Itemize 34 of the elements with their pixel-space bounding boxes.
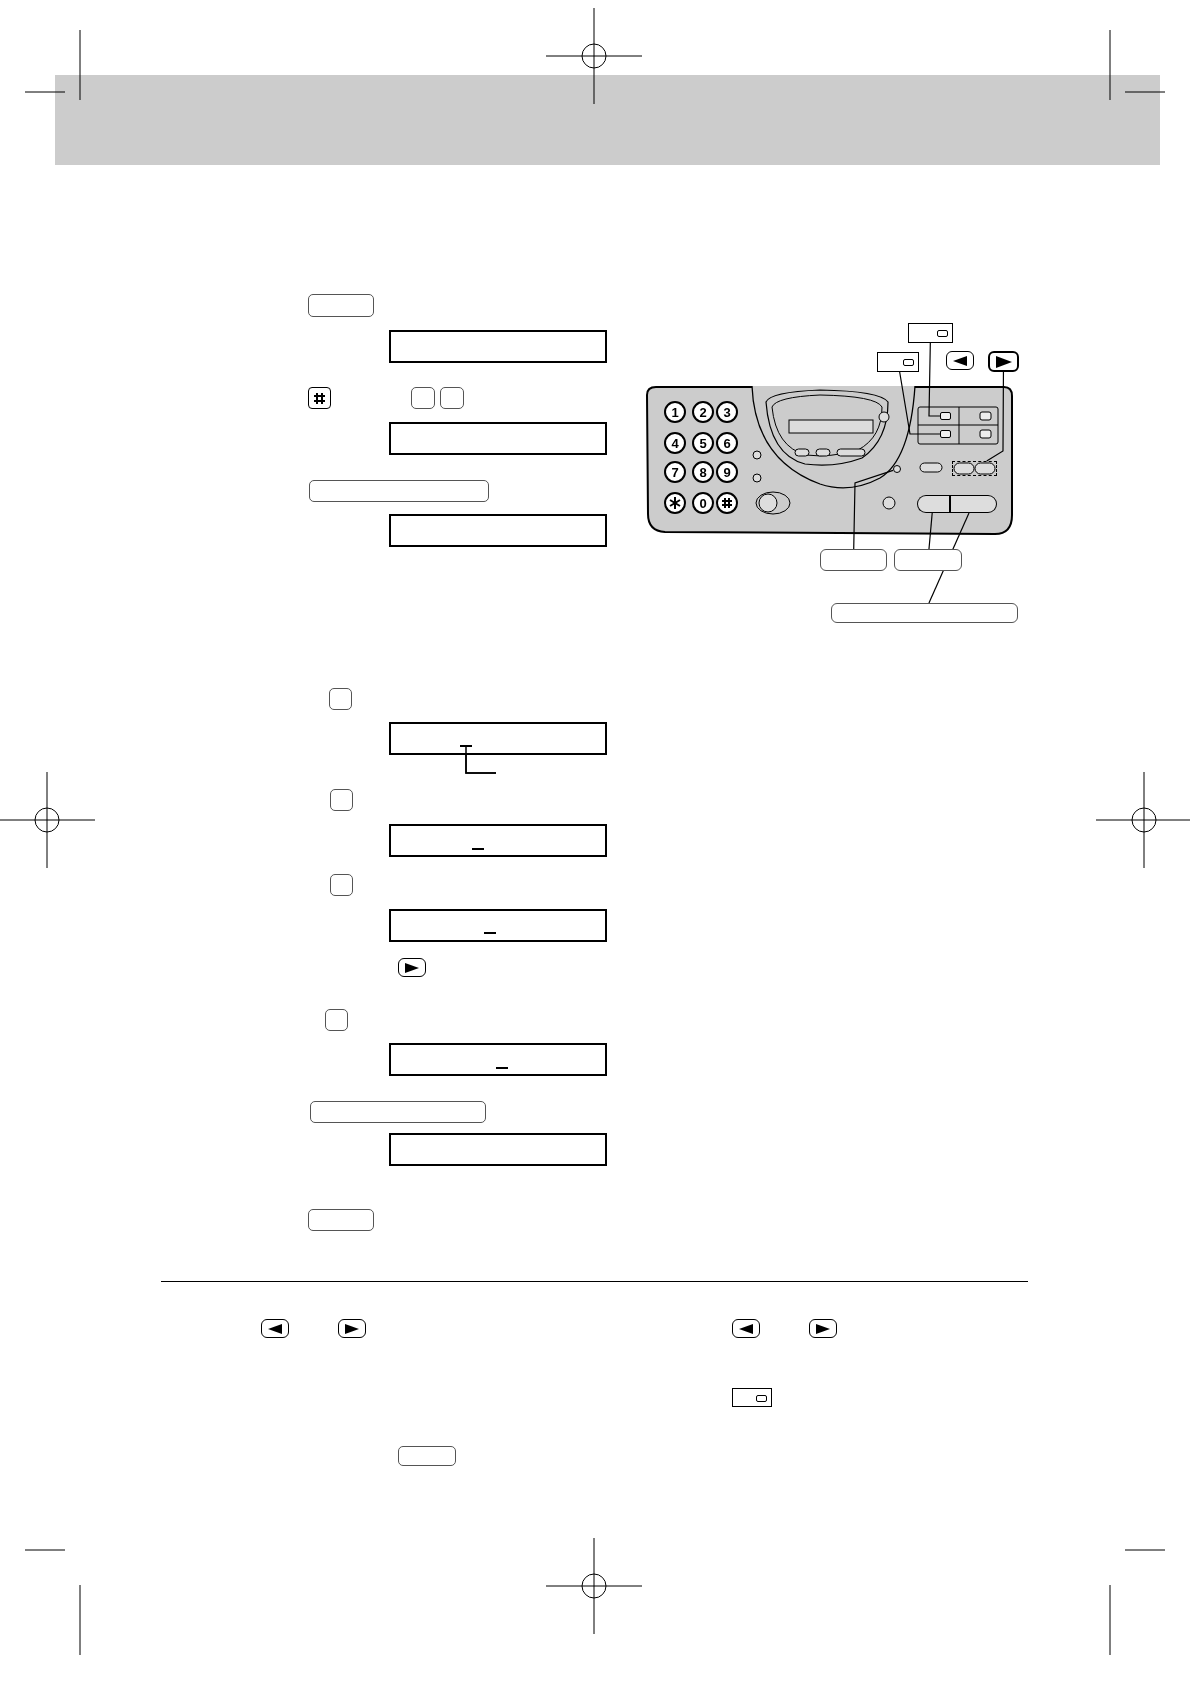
panel-oval-button: [949, 495, 997, 513]
right-arrow-key: [988, 351, 1019, 372]
leader-line: [928, 512, 933, 550]
display-window: [389, 824, 607, 857]
key-digit: 5: [698, 437, 708, 450]
display-window: [389, 722, 607, 755]
display-window: [389, 422, 607, 455]
display-window: [389, 1043, 607, 1076]
key-digit: 1: [670, 406, 680, 419]
button-callout-box: [908, 323, 953, 343]
key-digit: 8: [698, 466, 708, 479]
panel-oval-button: [917, 495, 949, 513]
display-window: [389, 1133, 607, 1166]
button-pair-outline: [952, 461, 997, 476]
display-window: [389, 514, 607, 547]
button-callout-box: [877, 352, 919, 372]
leader-line: [853, 469, 894, 550]
panel-button: [940, 412, 951, 420]
key-digit: 0: [698, 497, 708, 510]
key-digit: 3: [722, 406, 732, 419]
key-digit: 2: [698, 406, 708, 419]
panel-round-button: [893, 465, 901, 473]
display-window: [389, 909, 607, 942]
callout-box: [894, 549, 962, 571]
key-digit: 4: [670, 437, 680, 450]
panel-button: [940, 430, 951, 438]
callout-box: [820, 549, 887, 571]
leader-line: [928, 342, 941, 417]
key-digit: 6: [722, 437, 732, 450]
key-digit: 9: [722, 466, 732, 479]
leader-line: [899, 371, 941, 435]
callout-box: [831, 603, 1018, 623]
display-window: [389, 330, 607, 363]
key-digit: 7: [670, 466, 680, 479]
